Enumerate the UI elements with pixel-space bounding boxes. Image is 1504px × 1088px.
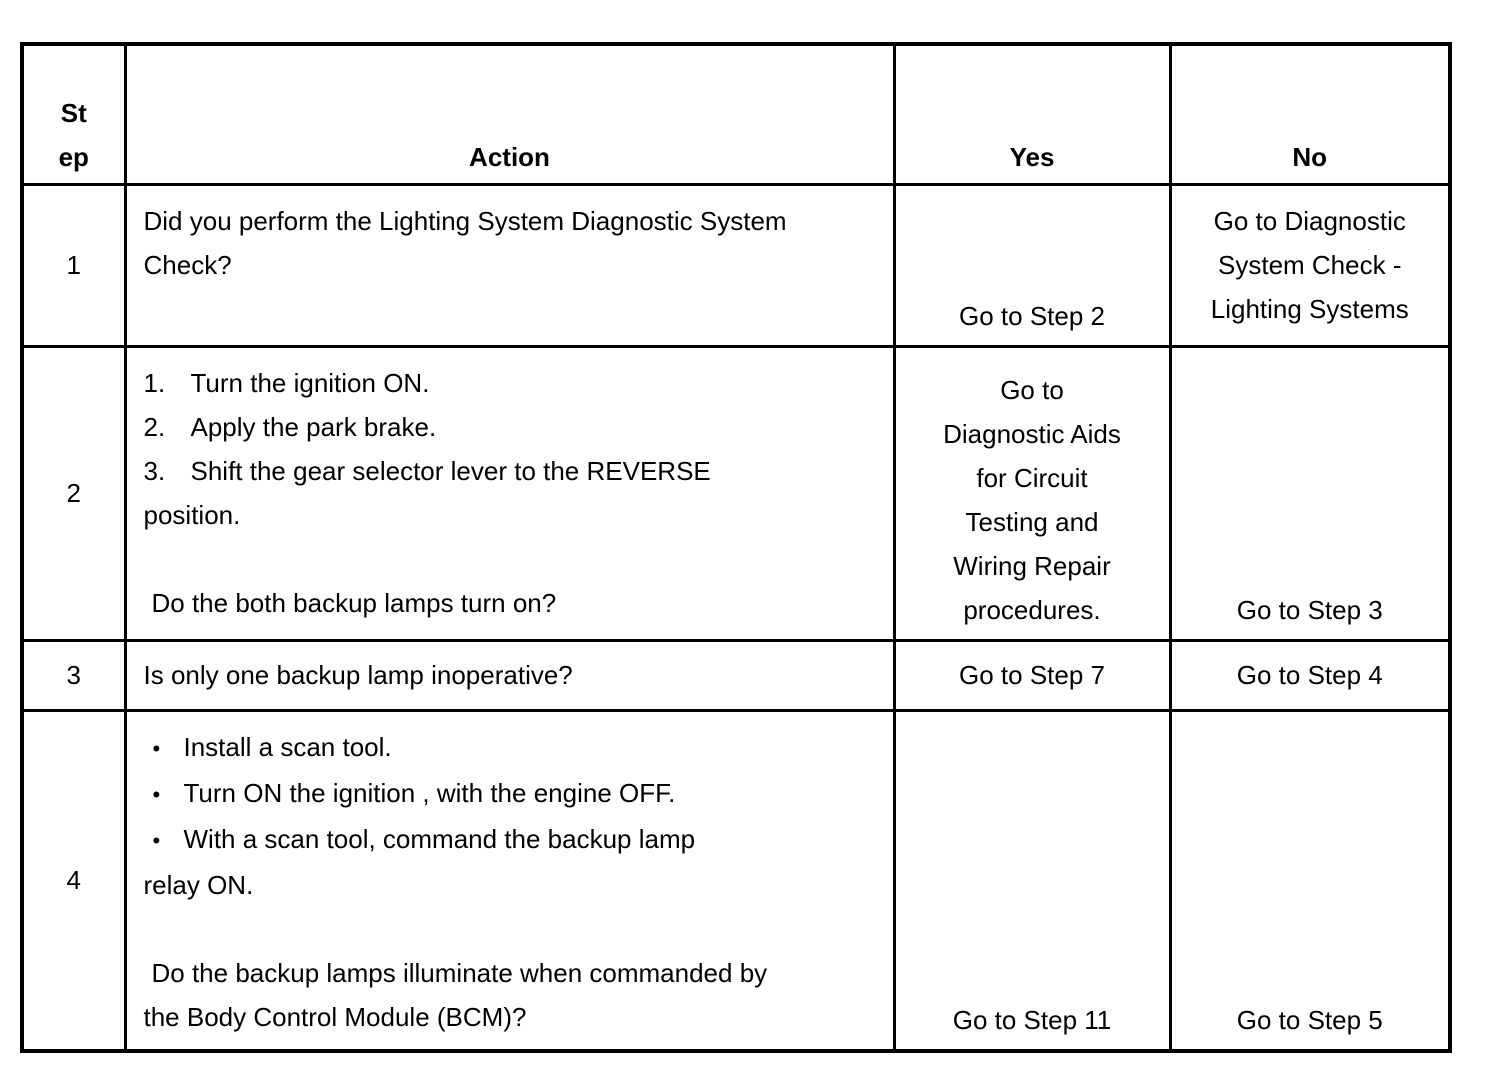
- numbered-item: 3. Shift the gear selector lever to the R…: [144, 449, 877, 493]
- diagnostic-table: St ep Action Yes No 1 Did you perform th…: [20, 42, 1452, 1053]
- blank-line: [144, 907, 877, 951]
- action-question-line: Do the backup lamps illuminate when comm…: [151, 957, 768, 988]
- item-text: With a scan tool, command the backup lam…: [183, 823, 696, 854]
- header-cell-action: Action: [123, 42, 896, 186]
- item-text: Shift the gear selector lever to the REV…: [190, 455, 711, 486]
- table-row-step-1: 1 Did you perform the Lighting System Di…: [20, 182, 1452, 348]
- header-cell-step: St ep: [20, 42, 127, 186]
- header-step-line1: St: [60, 97, 87, 128]
- table-row-step-2: 2 1. Turn the ignition ON. 2. Apply the pa…: [20, 344, 1452, 642]
- yes-line: Wiring Repair: [953, 550, 1111, 581]
- action-cell: Did you perform the Lighting System Diag…: [123, 182, 896, 348]
- yes-cell: Go to Step 11: [892, 708, 1172, 1052]
- header-cell-yes: Yes: [892, 42, 1172, 186]
- numbered-item: 2. Apply the park brake.: [144, 405, 877, 449]
- blank-line: [144, 537, 877, 581]
- step-number: 3: [20, 638, 127, 712]
- bullet-icon: •: [152, 781, 161, 807]
- bullet-icon: •: [152, 827, 161, 853]
- no-line: Lighting Systems: [1210, 294, 1409, 324]
- item-number: 2.: [143, 411, 166, 442]
- no-cell: Go to Step 3: [1168, 344, 1452, 642]
- bullet-icon: •: [152, 735, 161, 761]
- no-cell: Go to Diagnostic System Check - Lighting…: [1168, 182, 1452, 348]
- table-row-step-3: 3 Is only one backup lamp inoperative? G…: [20, 638, 1452, 712]
- yes-line: Diagnostic Aids: [943, 418, 1121, 449]
- header-step-line2: ep: [58, 141, 89, 172]
- no-cell: Go to Step 5: [1168, 708, 1452, 1052]
- yes-line: Go to: [1000, 374, 1064, 405]
- bullet-item: • Turn ON the ignition , with the engine …: [144, 771, 877, 817]
- item-number: 3.: [143, 455, 166, 486]
- no-line: System Check -: [1218, 250, 1402, 280]
- no-cell: Go to Step 4: [1168, 638, 1452, 712]
- action-cell: • Install a scan tool. • Turn ON the ignit…: [123, 708, 896, 1052]
- action-cell: 1. Turn the ignition ON. 2. Apply the park…: [123, 344, 896, 642]
- item-text: Turn the ignition ON.: [190, 367, 430, 398]
- item-text: Install a scan tool.: [183, 731, 392, 762]
- header-cell-no: No: [1168, 42, 1452, 186]
- yes-cell: Go to Step 2: [892, 182, 1172, 348]
- yes-cell: Go to Step 7: [892, 638, 1172, 712]
- yes-line: Testing and: [965, 506, 1099, 537]
- action-question-line: the Body Control Module (BCM)?: [143, 1001, 527, 1032]
- yes-line: procedures.: [963, 594, 1101, 625]
- bullet-item: • Install a scan tool.: [144, 725, 877, 771]
- yes-cell: Go to Diagnostic Aids for Circuit Testin…: [892, 344, 1172, 642]
- action-question: Do the both backup lamps turn on?: [151, 587, 557, 618]
- action-cell: Is only one backup lamp inoperative?: [123, 638, 896, 712]
- item-text: Apply the park brake.: [190, 411, 437, 442]
- item-continuation: position.: [143, 499, 241, 530]
- action-line: Check?: [143, 249, 232, 280]
- action-question: Is only one backup lamp inoperative?: [143, 660, 573, 690]
- bullet-item: • With a scan tool, command the backup la…: [144, 817, 877, 863]
- no-line: Go to Diagnostic: [1213, 206, 1406, 236]
- step-number: 1: [20, 182, 127, 348]
- header-row: St ep Action Yes No: [20, 42, 1452, 186]
- item-number: 1.: [143, 367, 166, 398]
- step-number: 4: [20, 708, 127, 1052]
- numbered-item: 1. Turn the ignition ON.: [144, 361, 877, 405]
- step-number: 2: [20, 344, 127, 642]
- item-continuation: relay ON.: [143, 869, 254, 900]
- item-text: Turn ON the ignition , with the engine O…: [183, 777, 676, 808]
- yes-line: for Circuit: [976, 462, 1088, 493]
- action-line: Did you perform the Lighting System Diag…: [143, 205, 787, 236]
- table-row-step-4: 4 • Install a scan tool. • Turn ON the ign…: [20, 708, 1452, 1052]
